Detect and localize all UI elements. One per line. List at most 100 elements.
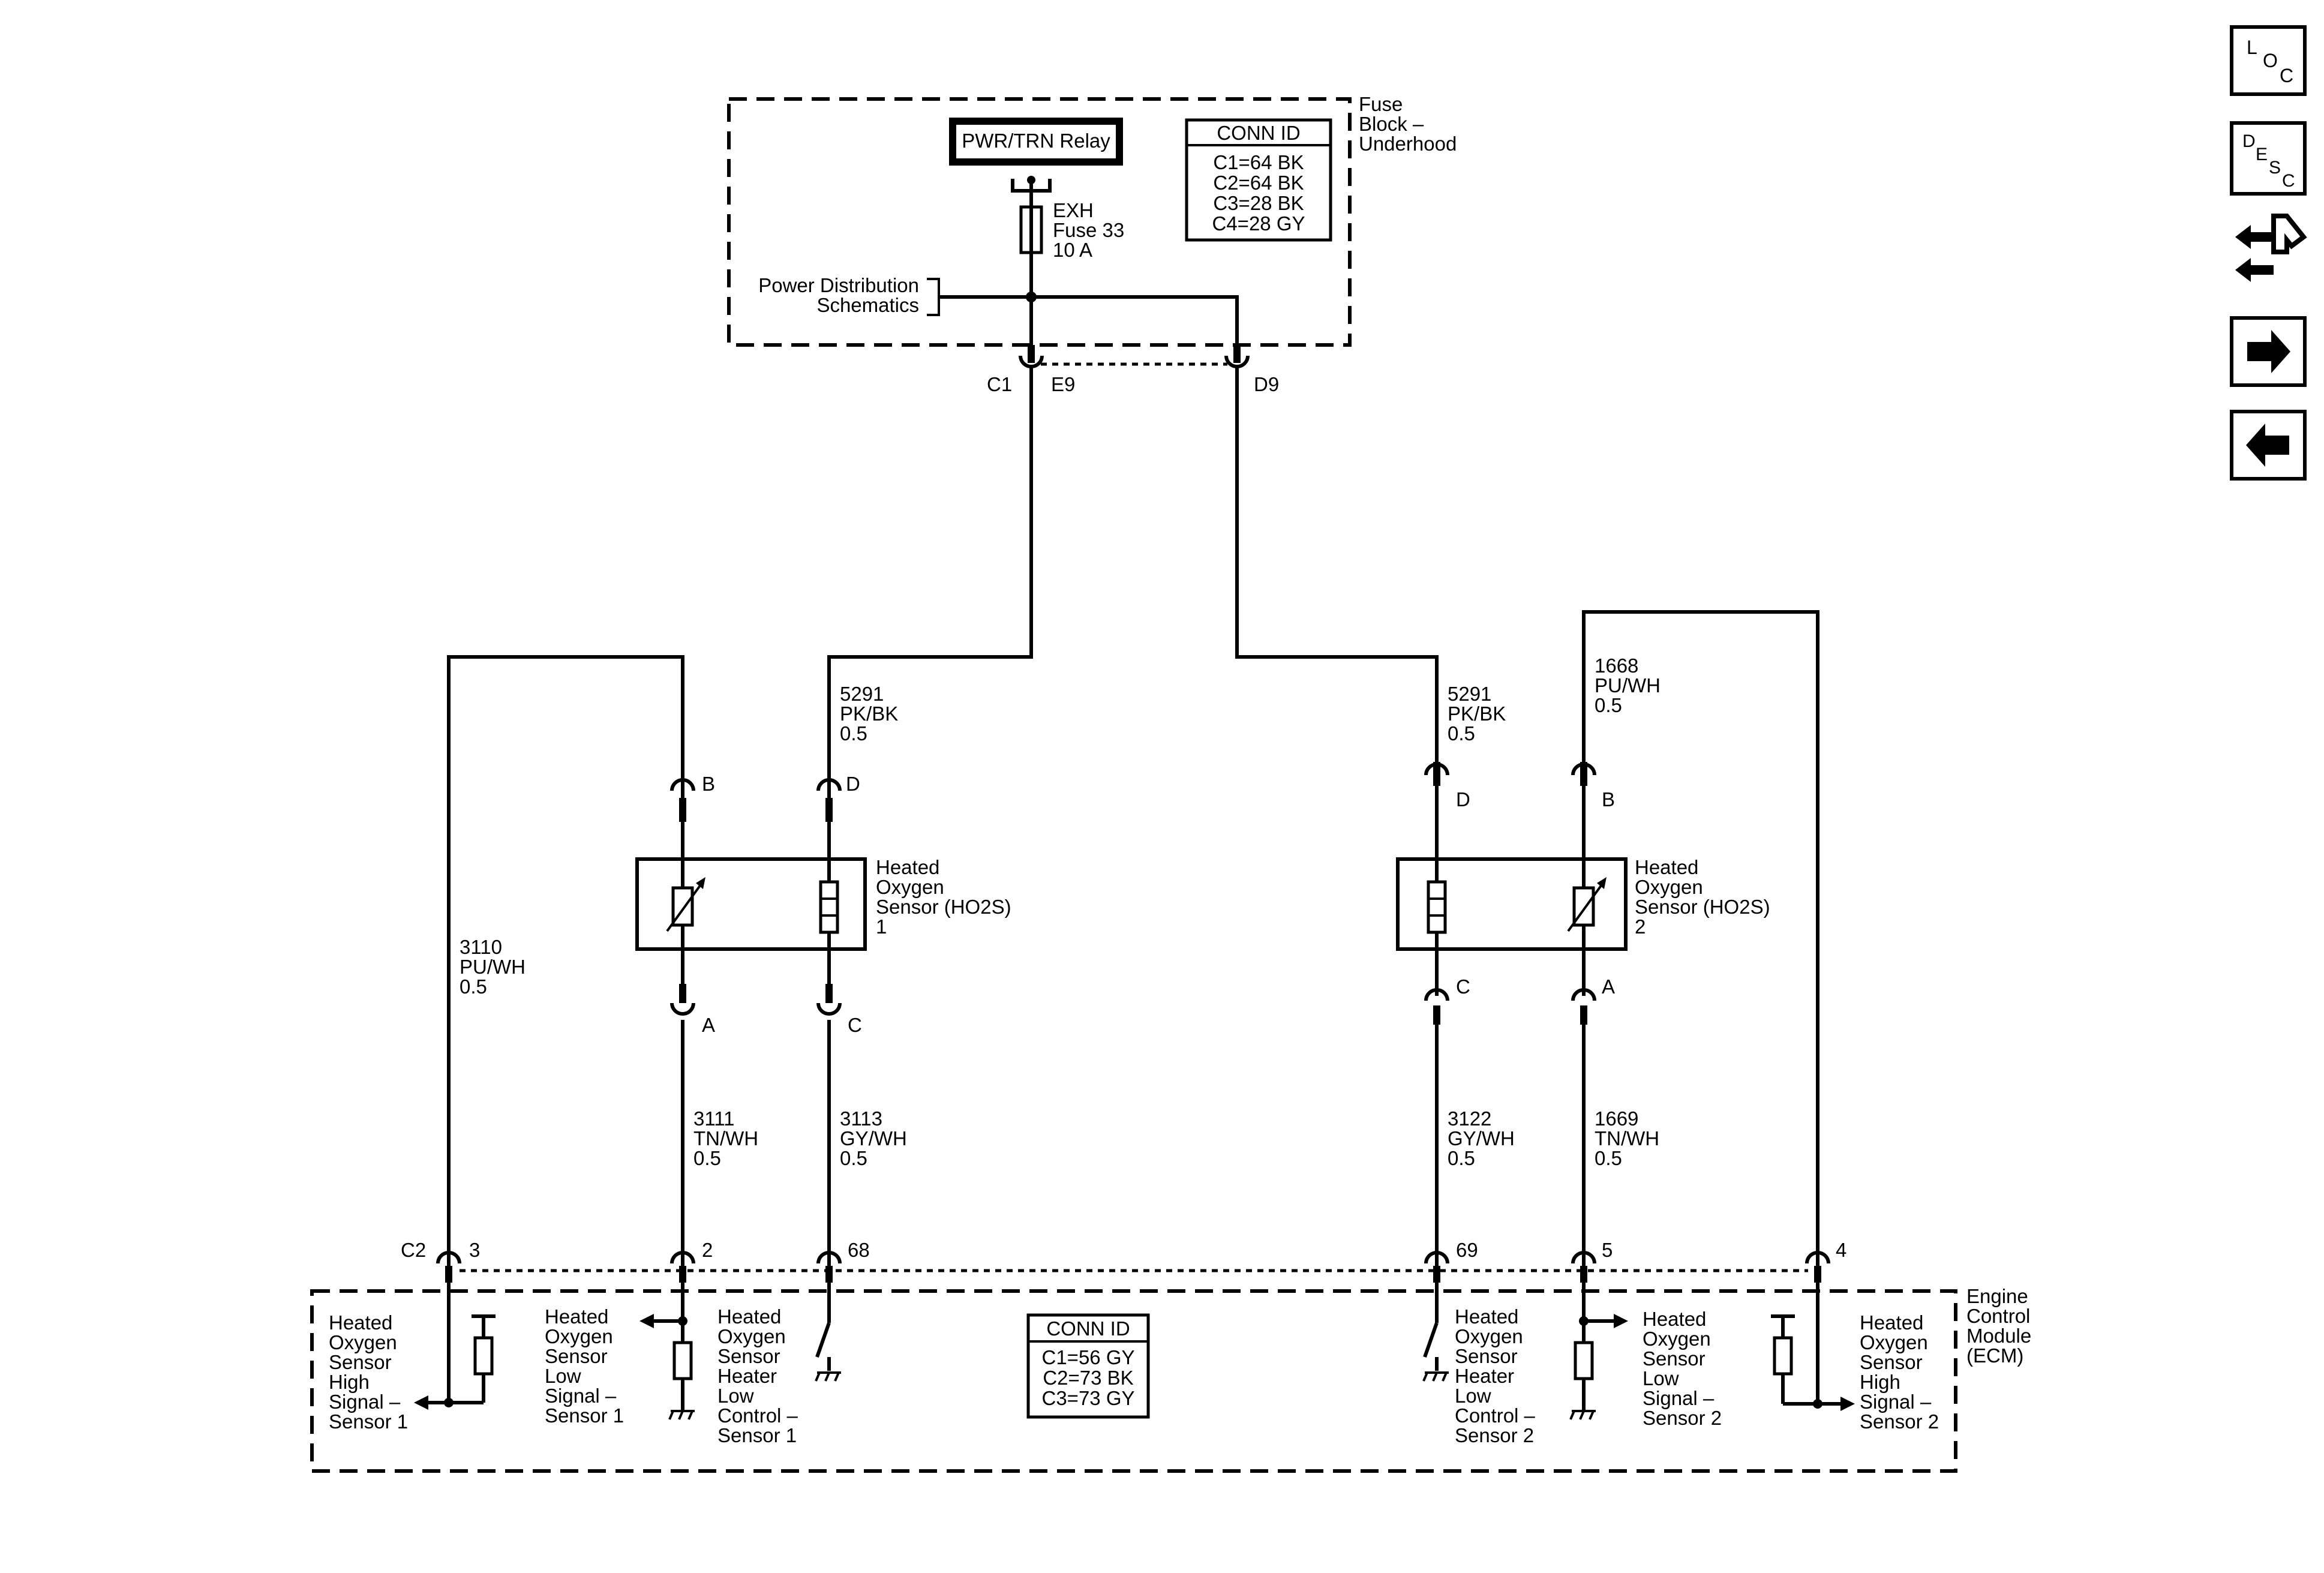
- ecm-conn-id-box: [1026, 1313, 1150, 1419]
- fuse-block-title-line-3: Underhood: [1359, 133, 1457, 155]
- svg-text:Low: Low: [717, 1385, 754, 1407]
- sensor2-heater-icon: [1427, 880, 1447, 934]
- fuse-block-connector-c1: C1 E9 D9: [987, 345, 1279, 395]
- fuse-connector-c1-label: C1: [987, 373, 1012, 395]
- sensor1-pin-b: B: [702, 773, 715, 795]
- sensor2-name-line-4: 2: [1635, 915, 1646, 938]
- svg-text:Oxygen: Oxygen: [1455, 1325, 1523, 1347]
- svg-text:Heated: Heated: [545, 1305, 608, 1328]
- sensor1-pin-c: C: [848, 1014, 862, 1036]
- svg-text:Sensor 1: Sensor 1: [329, 1410, 408, 1433]
- svg-text:Sensor: Sensor: [329, 1351, 392, 1373]
- ecm-arrow-hs1-icon: [414, 1395, 428, 1410]
- svg-text:Heated: Heated: [1455, 1305, 1518, 1328]
- loc-letter-l: L: [2247, 37, 2257, 58]
- wire-3113-color: GY/WH: [840, 1127, 907, 1149]
- sensor2-body: [1396, 857, 1628, 951]
- wire-5291-right-size: 0.5: [1448, 722, 1475, 745]
- desc-letter-s: S: [2269, 158, 2281, 178]
- svg-text:Signal –: Signal –: [545, 1385, 617, 1407]
- svg-text:Sensor 1: Sensor 1: [717, 1424, 797, 1446]
- svg-text:Heater: Heater: [1455, 1365, 1514, 1387]
- desc-letter-d: D: [2242, 131, 2256, 151]
- wire-3122-color: GY/WH: [1448, 1127, 1515, 1149]
- sensor2-pin-a: A: [1602, 975, 1615, 998]
- desc-letter-e: E: [2256, 145, 2268, 164]
- wire-5291-left: [827, 367, 1033, 798]
- loc-button[interactable]: L O C: [2230, 25, 2307, 96]
- svg-text:Sensor 1: Sensor 1: [545, 1404, 624, 1427]
- svg-text:Signal –: Signal –: [1860, 1391, 1932, 1413]
- svg-text:Heated: Heated: [1860, 1311, 1923, 1334]
- ecm-pullup-resistor-2-icon: [1773, 1336, 1793, 1376]
- sensor1-name-line-1: Heated: [876, 856, 939, 878]
- wire-1668-color: PU/WH: [1595, 674, 1661, 697]
- ecm-pin-2: 2: [702, 1239, 713, 1261]
- wire-3110-color: PU/WH: [460, 956, 526, 978]
- engine-control-module: Engine Control Module (ECM) C2 3 2 68 69…: [310, 1239, 2031, 1473]
- ecm-conn-id-row-3: C3=73 GY: [1041, 1387, 1134, 1409]
- desc-button[interactable]: D E S C: [2230, 121, 2307, 196]
- svg-text:High: High: [329, 1371, 370, 1393]
- svg-text:High: High: [1860, 1371, 1900, 1393]
- ecm-pullup-resistor-1-icon: [473, 1336, 494, 1376]
- ecm-arrow-hs2-icon: [1840, 1397, 1855, 1411]
- svg-text:Sensor 2: Sensor 2: [1860, 1410, 1939, 1433]
- wire-3122-circuit: 3122: [1448, 1107, 1491, 1130]
- sensor2-pin-b: B: [1602, 788, 1615, 810]
- fuse-block-conn-id-row-4: C4=28 GY: [1212, 212, 1305, 235]
- svg-text:Sensor: Sensor: [1643, 1347, 1706, 1370]
- power-distribution-ref-line-1: Power Distribution: [758, 274, 919, 296]
- sensor1-name-line-3: Sensor (HO2S): [876, 896, 1011, 918]
- power-distribution-ref-line-2: Schematics: [816, 294, 919, 316]
- ecm-arrow-ls1-icon: [639, 1314, 654, 1328]
- wire-3111-circuit: 3111: [693, 1107, 735, 1130]
- heated-oxygen-sensor-2: D B Heated Oxygen Sensor (HO2S) 2 C A: [1396, 762, 1770, 1025]
- ecm-circuit-ls1-label: Heated Oxygen Sensor Low Signal – Sensor…: [545, 1305, 624, 1427]
- ecm-title-line-4: (ECM): [1966, 1344, 2023, 1367]
- wire-5291-left-color: PK/BK: [840, 703, 898, 725]
- wire-1668-size: 0.5: [1595, 694, 1622, 716]
- wire-3111-size: 0.5: [693, 1147, 721, 1169]
- ecm-pin-5: 5: [1602, 1239, 1613, 1261]
- wire-1668-circuit: 1668: [1595, 655, 1638, 677]
- svg-text:Low: Low: [1643, 1367, 1679, 1389]
- pin-d9-label: D9: [1254, 373, 1279, 395]
- previous-page-button[interactable]: [2230, 410, 2307, 481]
- ecm-conn-id-row-2: C2=73 BK: [1043, 1367, 1133, 1389]
- sensor2-name-line-2: Oxygen: [1635, 876, 1703, 898]
- ecm-title-line-3: Module: [1966, 1325, 2031, 1347]
- svg-text:Oxygen: Oxygen: [1860, 1331, 1928, 1353]
- connector-swap-icon[interactable]: [2235, 214, 2307, 282]
- wire-5291-right: [1235, 367, 1439, 762]
- wire-1668: [1582, 610, 1819, 1266]
- fuse-block-underhood: Fuse Block – Underhood PWR/TRN Relay EXH…: [727, 93, 1457, 354]
- sensor1-pin-a: A: [702, 1014, 715, 1036]
- fuse-block-conn-id-row-2: C2=64 BK: [1213, 172, 1304, 194]
- right-arrow-icon: [2247, 330, 2290, 373]
- ecm-resistor-ls2-icon: [1574, 1341, 1594, 1380]
- pin-e9-label: E9: [1051, 373, 1075, 395]
- loc-letter-o: O: [2263, 50, 2278, 71]
- svg-text:Signal –: Signal –: [329, 1391, 401, 1413]
- wire-3113-size: 0.5: [840, 1147, 867, 1169]
- svg-text:Heated: Heated: [1643, 1308, 1706, 1330]
- sensor2-pin-c: C: [1456, 975, 1470, 998]
- fuse-block-conn-id-row-1: C1=64 BK: [1213, 151, 1304, 173]
- relay-label: PWR/TRN Relay: [962, 130, 1110, 152]
- svg-text:Control –: Control –: [1455, 1404, 1536, 1427]
- ecm-pin-69: 69: [1456, 1239, 1478, 1261]
- left-arrow-icon: [2246, 424, 2289, 467]
- wire-1669-color: TN/WH: [1595, 1127, 1659, 1149]
- ecm-conn-id-row-1: C1=56 GY: [1041, 1346, 1134, 1368]
- next-page-button[interactable]: [2230, 316, 2307, 387]
- svg-text:Sensor 2: Sensor 2: [1643, 1407, 1722, 1429]
- svg-text:Oxygen: Oxygen: [717, 1325, 786, 1347]
- svg-text:Sensor: Sensor: [717, 1345, 780, 1367]
- svg-text:Sensor: Sensor: [1860, 1351, 1923, 1373]
- fuse-block-conn-id-row-3: C3=28 BK: [1213, 192, 1304, 214]
- svg-text:Heated: Heated: [717, 1305, 781, 1328]
- fuse-label-line-2: Fuse 33: [1053, 219, 1124, 241]
- svg-text:Low: Low: [545, 1365, 581, 1387]
